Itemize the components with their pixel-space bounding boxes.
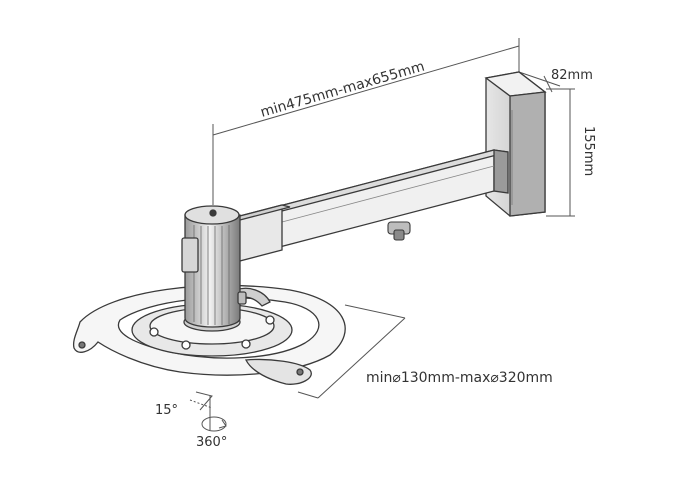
plate-width-label: 82mm [551, 68, 593, 83]
outer-arm-tube [267, 149, 509, 251]
swivel-label: 360° [196, 435, 227, 450]
wall-plate [484, 71, 547, 217]
diameter-dimension [297, 304, 406, 399]
plate-height-label: 155mm [581, 126, 596, 176]
tilt-label: 15° [155, 403, 178, 418]
vertical-column [181, 205, 247, 328]
inner-arm-tube [231, 204, 291, 264]
plate-height-dimension [546, 88, 575, 217]
arm-knob [387, 221, 411, 241]
reach-label: min475mm-max655mm [259, 59, 427, 121]
mount-diameter-label: min⌀130mm-max⌀320mm [366, 370, 553, 386]
rotation-symbol [189, 391, 227, 432]
